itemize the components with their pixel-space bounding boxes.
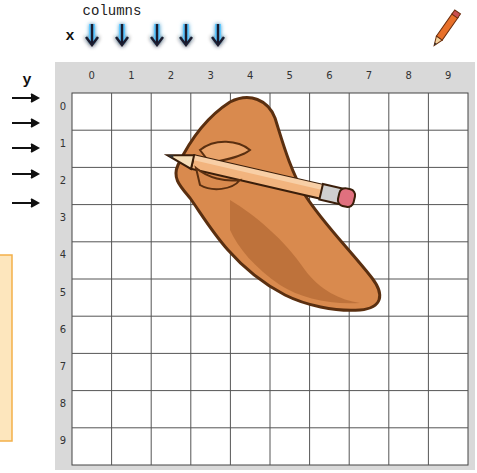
- grid-area: [72, 93, 468, 465]
- column-number: 8: [405, 70, 411, 81]
- column-number: 3: [207, 70, 213, 81]
- column-number: 5: [287, 70, 293, 81]
- grid-line: [72, 316, 468, 317]
- column-number: 7: [366, 70, 372, 81]
- row-number: 9: [60, 435, 66, 446]
- row-number: 2: [60, 175, 66, 186]
- row-arrows: [12, 94, 38, 207]
- column-arrows: [86, 24, 224, 45]
- column-number: 9: [445, 70, 451, 81]
- grid-line: [72, 390, 468, 391]
- column-number: 2: [168, 70, 174, 81]
- grid-line: [72, 427, 468, 428]
- grid-line: [428, 93, 429, 465]
- axis-title: columns: [83, 3, 142, 19]
- hand-illustration: [165, 98, 380, 311]
- row-number: 7: [60, 361, 66, 372]
- row-number: 4: [60, 249, 66, 260]
- grid-board: [55, 62, 475, 470]
- row-number: 5: [60, 286, 66, 297]
- column-number: 0: [89, 70, 95, 81]
- column-number: 1: [128, 70, 134, 81]
- pencil-icon: [431, 10, 460, 48]
- grid-lines: [72, 93, 468, 465]
- row-number: 1: [60, 137, 66, 148]
- grid-line: [72, 353, 468, 354]
- grid-line: [388, 93, 389, 465]
- row-number: 3: [60, 212, 66, 223]
- axis-label: x: [65, 28, 74, 45]
- row-number: 0: [60, 100, 66, 111]
- column-number: 4: [247, 70, 253, 81]
- row-number: 8: [60, 398, 66, 409]
- row-number: 6: [60, 323, 66, 334]
- axis-label: y: [22, 72, 31, 89]
- column-number: 6: [326, 70, 332, 81]
- side-panel: [0, 255, 12, 441]
